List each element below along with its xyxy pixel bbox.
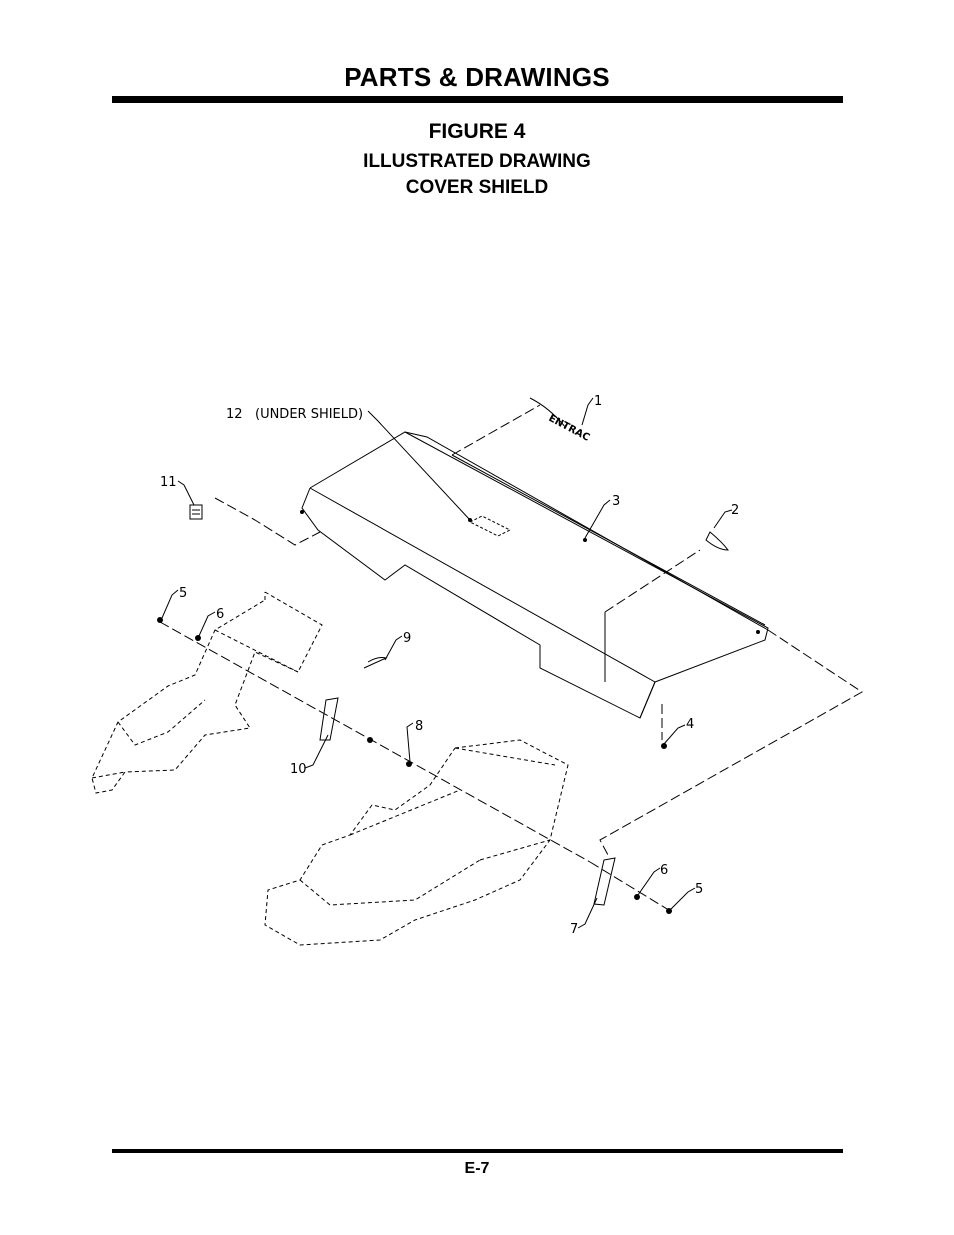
callout-6-right: 6 (660, 863, 668, 878)
part-4-nut (661, 743, 667, 749)
cover-shield-part (301, 431, 769, 719)
page-header-title: PARTS & DRAWINGS (344, 62, 610, 92)
callout-10: 10 (290, 762, 307, 777)
footer-rule (112, 1149, 843, 1153)
callout-labels: 1 2 3 4 5 6 9 8 10 11 12 (UNDER SHIELD) … (160, 394, 739, 937)
callout-4: 4 (686, 717, 694, 732)
part-6-washer-right (634, 894, 640, 900)
figure-subtitle-2: COVER SHIELD (405, 177, 549, 198)
callout-9: 9 (403, 631, 411, 646)
part-11-decal (189, 504, 203, 520)
left-bracket-phantom (91, 591, 323, 794)
page-number: E-7 (464, 1160, 490, 1177)
part-9-pin (363, 657, 388, 669)
callout-1: 1 (594, 394, 602, 409)
header-rule (112, 96, 843, 103)
callout-3: 3 (612, 494, 620, 509)
figure-number: FIGURE 4 (428, 120, 526, 143)
part-5-bolt-right (666, 908, 672, 914)
figure-subtitle-1: ILLUSTRATED DRAWING (363, 151, 591, 172)
right-bracket-phantom (264, 739, 569, 946)
callout-6-left: 6 (216, 607, 224, 622)
callout-5-right: 5 (695, 882, 703, 897)
callout-5-left: 5 (179, 586, 187, 601)
hardware-points (157, 510, 760, 914)
logo-swoosh (529, 397, 567, 429)
part-2-clip (705, 531, 730, 551)
hardware-parts (189, 397, 730, 906)
part-6-washer-left (195, 635, 201, 641)
callout-8: 8 (415, 719, 423, 734)
part-8-nut-left (367, 737, 373, 743)
assembly-lines (159, 404, 863, 913)
leader-lines (161, 397, 733, 929)
callout-2: 2 (731, 503, 739, 518)
part-7-strap (593, 857, 616, 906)
callout-12: 12 (226, 407, 243, 422)
callout-12-note: (UNDER SHIELD) (255, 407, 363, 422)
part-5-bolt-left (157, 617, 163, 623)
part-10-strap (319, 697, 339, 741)
callout-7: 7 (570, 922, 578, 937)
callout-11: 11 (160, 475, 177, 490)
